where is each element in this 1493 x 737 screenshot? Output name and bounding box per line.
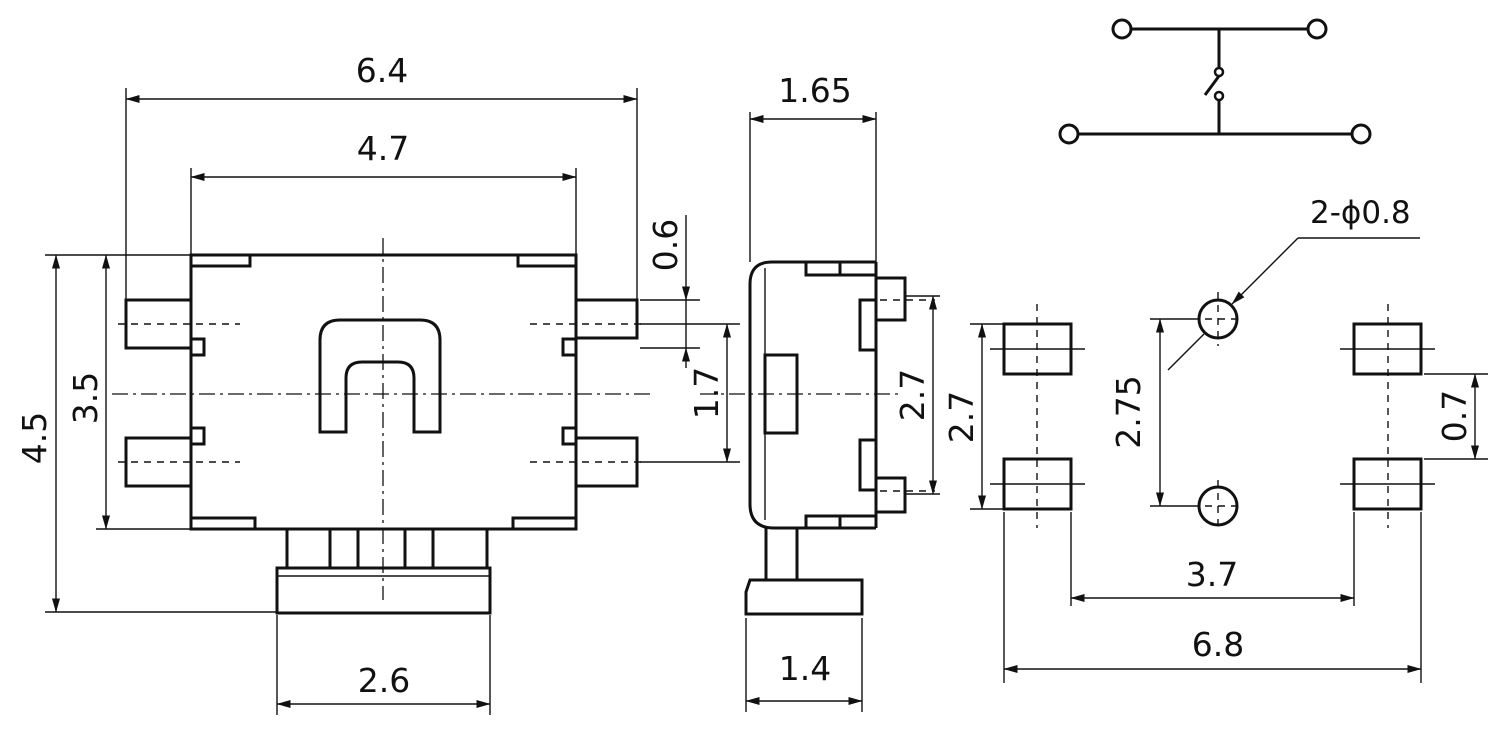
front-actuator-u <box>318 318 442 434</box>
side-stem <box>764 528 799 580</box>
front-bottom-notches <box>191 516 576 529</box>
dim-front-body-width: 4.7 <box>357 129 409 168</box>
side-dimensions: 1.65 2.7 1.4 <box>745 71 940 712</box>
dim-pcb-pad-span: 2.7 <box>942 391 981 443</box>
side-terminal-top <box>876 276 907 322</box>
dim-pcb-inner-span: 3.7 <box>1186 555 1238 594</box>
terminal-circle <box>1058 123 1080 145</box>
front-view <box>112 238 650 615</box>
dim-actuator-width: 2.6 <box>358 661 410 700</box>
pcb-dimensions: 2-ϕ0.8 2.7 2.75 0.7 3.7 6.8 <box>942 195 1488 683</box>
switch-schematic <box>1058 18 1372 145</box>
dim-pcb-hole-pitch: 2.75 <box>1109 375 1148 448</box>
switch-contact <box>1203 75 1221 96</box>
front-stem-ribs <box>328 529 435 568</box>
dim-side-actuator-depth: 1.4 <box>779 649 831 688</box>
front-terminal-top-left <box>124 298 193 350</box>
side-top-notch <box>804 262 876 277</box>
terminal-circle <box>1111 18 1133 40</box>
side-view <box>700 260 935 616</box>
dim-pcb-hole-diameter: 2-ϕ0.8 <box>1310 195 1411 231</box>
dim-front-body-height: 3.5 <box>66 372 105 424</box>
front-left-bumps <box>191 337 206 446</box>
side-body-outline <box>748 260 876 530</box>
terminal-circle <box>1306 18 1328 40</box>
front-right-bumps <box>561 337 576 446</box>
dim-terminal-pitch: 1.7 <box>687 367 726 419</box>
front-terminal-bottom-left <box>124 436 193 488</box>
front-terminal-top-right <box>574 298 639 340</box>
side-bottom-notch <box>804 514 876 528</box>
side-inner-tabs <box>858 298 876 492</box>
dim-front-total-height: 4.5 <box>15 412 54 464</box>
dim-pcb-outer-span: 6.8 <box>1192 625 1244 664</box>
front-top-notches <box>191 255 576 268</box>
front-stem-sides <box>285 529 489 568</box>
front-dimensions: 6.4 4.7 4.5 3.5 0.6 1.7 2.6 <box>15 51 740 715</box>
dim-front-total-width: 6.4 <box>356 51 408 90</box>
dim-pcb-pad-height: 0.7 <box>1435 390 1474 442</box>
dim-terminal-width: 0.6 <box>646 219 685 271</box>
side-actuator-base <box>744 578 864 616</box>
pcb-footprint <box>990 292 1435 532</box>
dim-side-terminal-span: 2.7 <box>893 369 932 421</box>
terminal-circle <box>1350 123 1372 145</box>
side-terminal-bottom <box>876 476 907 514</box>
dim-side-depth: 1.65 <box>778 71 851 110</box>
